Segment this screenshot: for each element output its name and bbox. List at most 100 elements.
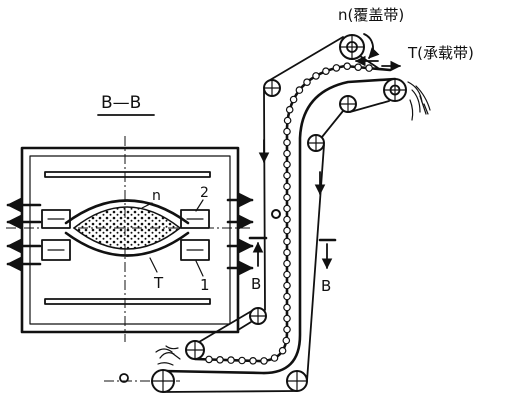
spray-stroke <box>423 103 429 115</box>
spray-stroke <box>155 348 173 353</box>
carrier-belt-return <box>321 110 344 138</box>
material-pocket <box>283 193 291 202</box>
material-pocket <box>312 72 320 80</box>
left-pressure-arrows <box>6 197 42 272</box>
material-pocket <box>238 356 246 365</box>
drive-rotation-arrow <box>363 33 380 59</box>
leader-line-t <box>149 257 158 273</box>
material-pocket <box>283 237 291 246</box>
material-pocket <box>283 127 291 136</box>
material-pocket <box>283 325 291 334</box>
idler-roller <box>271 209 281 219</box>
carrier-belt-section <box>64 231 190 257</box>
section-frame-inner <box>29 155 231 325</box>
carrier-belt-label: T(承载带) <box>407 44 474 62</box>
spray-stroke <box>409 99 414 121</box>
leader-line-n <box>141 202 153 209</box>
material-pocket <box>289 95 298 104</box>
material-feed-spray <box>155 345 181 366</box>
material-pocket <box>283 259 291 268</box>
material-pocket <box>303 78 311 87</box>
carrier-belt-head-pulley <box>383 78 407 102</box>
material-pocket <box>283 270 291 279</box>
section-cut-marker-left: B <box>248 236 268 293</box>
cover-belt-return <box>263 89 266 311</box>
leader-line-2 <box>195 199 204 212</box>
material-pocket <box>322 67 330 76</box>
pulley-rim <box>271 209 281 219</box>
material-pocket <box>278 346 287 355</box>
frame-link-line <box>237 321 252 331</box>
carrier-belt-snub-pulley <box>339 95 357 113</box>
lower-rail <box>44 298 211 305</box>
section-mark-right-label: B <box>321 277 331 295</box>
material-pocket <box>283 314 291 323</box>
section-label-1: 1 <box>200 276 210 294</box>
carrier-belt-loaded-run <box>161 77 397 375</box>
leader-line-1 <box>195 260 204 277</box>
spray-stroke <box>157 362 174 366</box>
cover-belt-bend-pulley <box>249 307 267 325</box>
cover-belt-label: n(覆盖带) <box>338 6 404 24</box>
carrier-belt-tail-pulley <box>104 369 180 393</box>
material-pocket <box>343 62 352 70</box>
roller-body <box>41 239 71 261</box>
section-title: B—B <box>101 93 141 113</box>
material-pocket <box>295 86 304 94</box>
material-pocket <box>260 357 268 365</box>
cover-belt-section <box>64 199 190 225</box>
right-upper-roller <box>180 209 210 229</box>
section-cut-marker-right: B <box>318 238 337 295</box>
left-lower-roller <box>41 239 71 261</box>
material-pocket <box>354 63 363 71</box>
cover-belt-return <box>198 308 256 343</box>
roller-body <box>180 209 210 229</box>
material-pocket <box>216 355 224 364</box>
material-pocket <box>283 292 291 301</box>
material-pocket <box>283 160 291 169</box>
cover-belt-return <box>269 36 344 81</box>
material-pocket <box>283 303 291 312</box>
material-pocket <box>270 354 279 362</box>
carrier-belt-return <box>349 100 390 113</box>
material-pocket <box>332 64 341 72</box>
material-pocket <box>283 204 291 213</box>
right-lower-roller <box>180 239 210 261</box>
material-pocket <box>283 171 291 180</box>
material-pocket <box>283 182 291 191</box>
cover-belt-tail-pulley <box>185 340 205 360</box>
spray-stroke <box>171 352 181 360</box>
material-pocket <box>249 356 257 365</box>
cross-section-b-b: B—B <box>6 93 254 342</box>
material-pocket <box>205 355 213 364</box>
section-mark-left-label: B <box>251 275 261 293</box>
carrier-belt-bend-pulley <box>307 134 325 152</box>
carrier-belt-bottom-return <box>162 390 298 393</box>
section-label-t: T <box>153 274 164 292</box>
spray-stroke <box>411 89 421 113</box>
section-label-2: 2 <box>200 185 209 201</box>
conveyed-material-section <box>72 206 182 250</box>
left-upper-roller <box>41 209 71 229</box>
material-pocket <box>283 281 291 290</box>
cover-belt-drive-pulley <box>339 34 365 60</box>
material-pocket <box>283 116 292 125</box>
section-label-n: n <box>152 188 161 204</box>
material-pocket <box>283 248 291 257</box>
material-pocket <box>365 64 373 72</box>
cover-belt-guide-pulley <box>263 79 281 97</box>
roller-body <box>41 209 71 229</box>
spray-stroke <box>165 345 179 350</box>
tail-take-up-mark <box>119 373 129 383</box>
roller-body <box>180 239 210 261</box>
material-pocket <box>283 215 291 224</box>
spray-stroke <box>419 95 427 115</box>
material-pocket <box>227 356 235 364</box>
material-discharge-spray <box>407 81 431 121</box>
material-pocket <box>283 226 291 235</box>
spray-stroke <box>407 81 423 103</box>
material-pocket <box>283 149 291 158</box>
conveyor-side-view: B B n(覆盖带) T(承载带) <box>104 6 474 393</box>
material-pocket <box>282 336 291 345</box>
